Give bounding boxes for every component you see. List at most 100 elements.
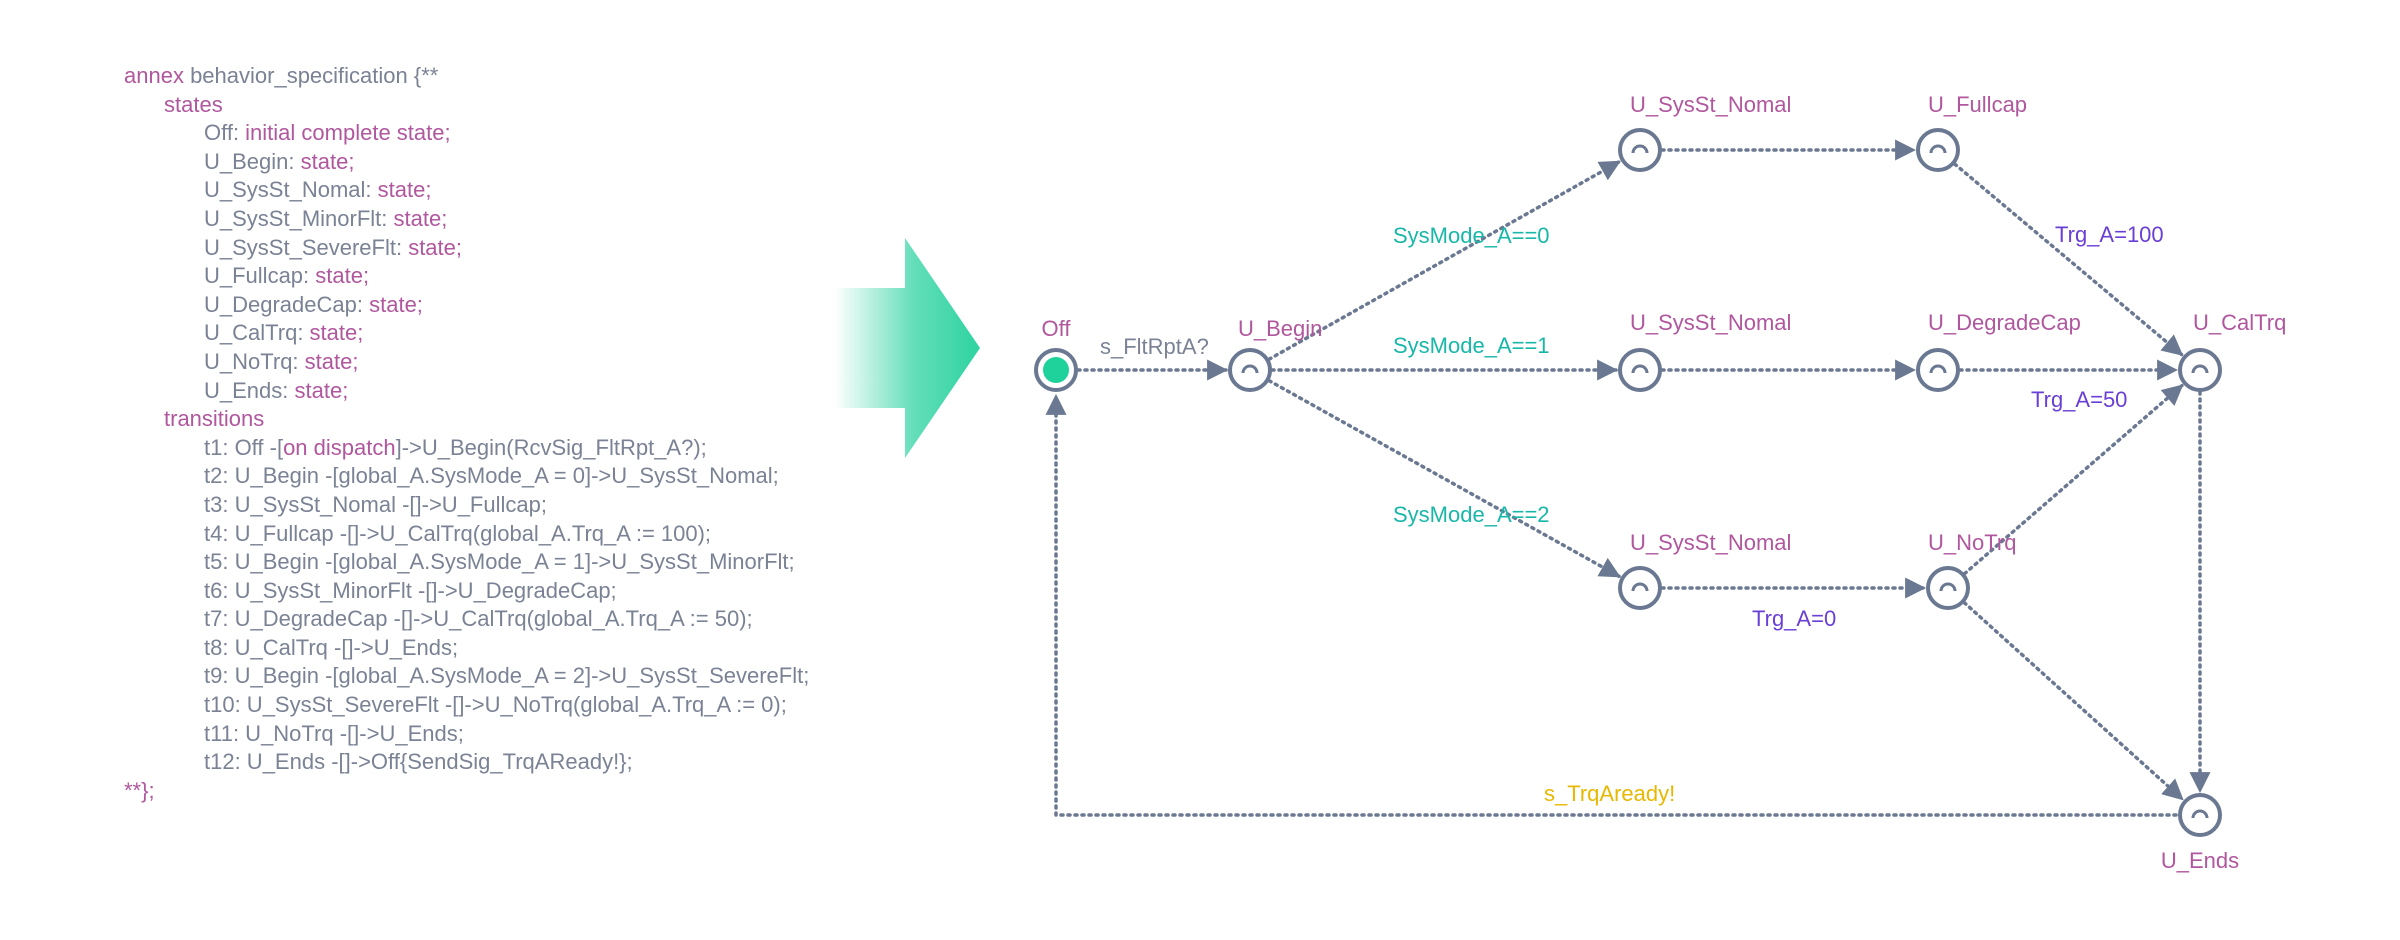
code-line: t2: U_Begin -[global_A.SysMode_A = 0]->U… (124, 462, 809, 491)
code-line: t12: U_Ends -[]->Off{SendSig_TrqAReady!}… (124, 748, 809, 777)
code-line: t1: Off -[on dispatch]->U_Begin(RcvSig_F… (124, 434, 809, 463)
guard-label-0: SysMode_A==0 (1393, 223, 1550, 248)
code-text: t3: U_SysSt_Nomal -[]->U_Fullcap; (204, 491, 547, 517)
state-node-fullcap[interactable] (1916, 128, 1960, 172)
state-label: U_SysSt_Nomal (1630, 92, 1791, 117)
code-line: U_Fullcap: state; (124, 262, 809, 291)
code-text: U_Begin: (204, 148, 301, 174)
code-line: t11: U_NoTrq -[]->U_Ends; (124, 720, 809, 749)
code-text: t11: U_NoTrq -[]->U_Ends; (204, 720, 464, 746)
code-text: t7: U_DegradeCap -[]->U_CalTrq(global_A.… (204, 606, 753, 632)
code-keyword: state; (393, 205, 448, 231)
guard-label-1: SysMode_A==1 (1393, 333, 1550, 358)
code-line: U_CalTrq: state; (124, 319, 809, 348)
code-text: U_CalTrq: (204, 320, 310, 346)
code-line: states (124, 91, 809, 120)
code-line: t5: U_Begin -[global_A.SysMode_A = 1]->U… (124, 548, 809, 577)
code-line: t6: U_SysSt_MinorFlt -[]->U_DegradeCap; (124, 577, 809, 606)
code-line: t10: U_SysSt_SevereFlt -[]->U_NoTrq(glob… (124, 691, 809, 720)
state-node-off[interactable] (1034, 348, 1078, 392)
assignment-label-100: Trg_A=100 (2055, 222, 2164, 247)
code-keyword: state; (315, 263, 370, 289)
code-text: Off: (204, 120, 246, 146)
code-keyword: annex (124, 63, 191, 88)
state-node-nomal_top[interactable] (1618, 128, 1662, 172)
code-text: U_SysSt_SevereFlt: (204, 234, 409, 260)
assignment-label-0: Trg_A=0 (1752, 606, 1836, 631)
code-line: annex behavior_specification {** (124, 62, 809, 91)
code-text: t8: U_CalTrq -[]->U_Ends; (204, 634, 459, 660)
transition-t4 (1953, 162, 2184, 357)
state-label: U_Begin (1238, 316, 1322, 341)
code-text: U_DegradeCap: (204, 291, 370, 317)
urgent-state-icon (2191, 364, 2209, 374)
state-label: U_DegradeCap (1928, 310, 2081, 335)
state-node-degrade[interactable] (1916, 348, 1960, 392)
code-text: U_Fullcap: (204, 263, 316, 289)
transition-t9 (1267, 378, 1621, 579)
state-node-nomal_low[interactable] (1618, 566, 1662, 610)
code-text: behavior_specification {** (190, 63, 439, 88)
code-line: transitions (124, 405, 809, 434)
code-text: U_SysSt_MinorFlt: (204, 205, 394, 231)
code-line: U_SysSt_MinorFlt: state; (124, 205, 809, 234)
code-line: t3: U_SysSt_Nomal -[]->U_Fullcap; (124, 491, 809, 520)
urgent-state-icon (1929, 364, 1947, 374)
transition-t2 (1267, 160, 1621, 361)
code-text: t6: U_SysSt_MinorFlt -[]->U_DegradeCap; (204, 577, 617, 603)
state-node-ends[interactable] (2178, 793, 2222, 837)
state-label: Off (1042, 316, 1072, 341)
code-line: U_SysSt_SevereFlt: state; (124, 234, 809, 263)
urgent-state-icon (2191, 809, 2209, 819)
code-line: **}; (124, 777, 809, 806)
sync-label-out: s_TrqAready! (1544, 781, 1675, 806)
code-keyword: initial complete state; (245, 120, 451, 146)
code-keyword: state; (309, 320, 364, 346)
code-text: U_SysSt_Nomal: (204, 177, 378, 203)
code-line: U_SysSt_Nomal: state; (124, 176, 809, 205)
urgent-state-icon (1939, 582, 1957, 592)
sync-label-in: s_FltRptA? (1100, 334, 1209, 359)
code-text: t12: U_Ends -[]->Off{SendSig_TrqAReady!}… (204, 749, 633, 775)
code-text: t9: U_Begin -[global_A.SysMode_A = 2]->U… (204, 663, 810, 689)
urgent-state-icon (1631, 582, 1649, 592)
code-keyword: on dispatch (283, 434, 396, 460)
code-keyword: state; (369, 291, 423, 317)
code-line: U_Begin: state; (124, 148, 809, 177)
code-line: t9: U_Begin -[global_A.SysMode_A = 2]->U… (124, 662, 809, 691)
state-node-nomal_mid[interactable] (1618, 348, 1662, 392)
state-label: U_NoTrq (1928, 530, 2016, 555)
code-line: U_Ends: state; (124, 377, 809, 406)
transition-t11 (1962, 600, 2184, 801)
code-keyword: state; (300, 148, 355, 174)
code-text: U_NoTrq: (204, 348, 305, 374)
state-node-caltrq[interactable] (2178, 348, 2222, 392)
code-text: ]->U_Begin(RcvSig_FltRpt_A?); (395, 434, 707, 460)
urgent-state-icon (1631, 144, 1649, 154)
code-keyword: state; (377, 177, 432, 203)
state-label: U_CalTrq (2193, 310, 2286, 335)
state-label: U_SysSt_Nomal (1630, 530, 1791, 555)
code-keyword: state; (304, 348, 359, 374)
code-line: t4: U_Fullcap -[]->U_CalTrq(global_A.Trq… (124, 520, 809, 549)
code-keyword: **}; (124, 777, 155, 803)
initial-state-marker (1043, 357, 1069, 383)
urgent-state-icon (1241, 364, 1259, 374)
urgent-state-icon (1631, 364, 1649, 374)
state-label: U_Fullcap (1928, 92, 2027, 117)
code-line: t8: U_CalTrq -[]->U_Ends; (124, 634, 809, 663)
code-text: t4: U_Fullcap -[]->U_CalTrq(global_A.Trq… (204, 520, 712, 546)
code-line: U_NoTrq: state; (124, 348, 809, 377)
code-text: t1: Off -[ (204, 434, 284, 460)
state-node-notrq[interactable] (1926, 566, 1970, 610)
code-keyword: transitions (164, 406, 265, 432)
guard-label-2: SysMode_A==2 (1393, 502, 1550, 527)
state-node-begin[interactable] (1228, 348, 1272, 392)
transition-notrq-caltrq (1962, 383, 2184, 576)
transition-t12 (1045, 393, 2178, 817)
code-keyword: states (164, 91, 223, 117)
code-line: Off: initial complete state; (124, 119, 809, 148)
state-label: U_SysSt_Nomal (1630, 310, 1791, 335)
